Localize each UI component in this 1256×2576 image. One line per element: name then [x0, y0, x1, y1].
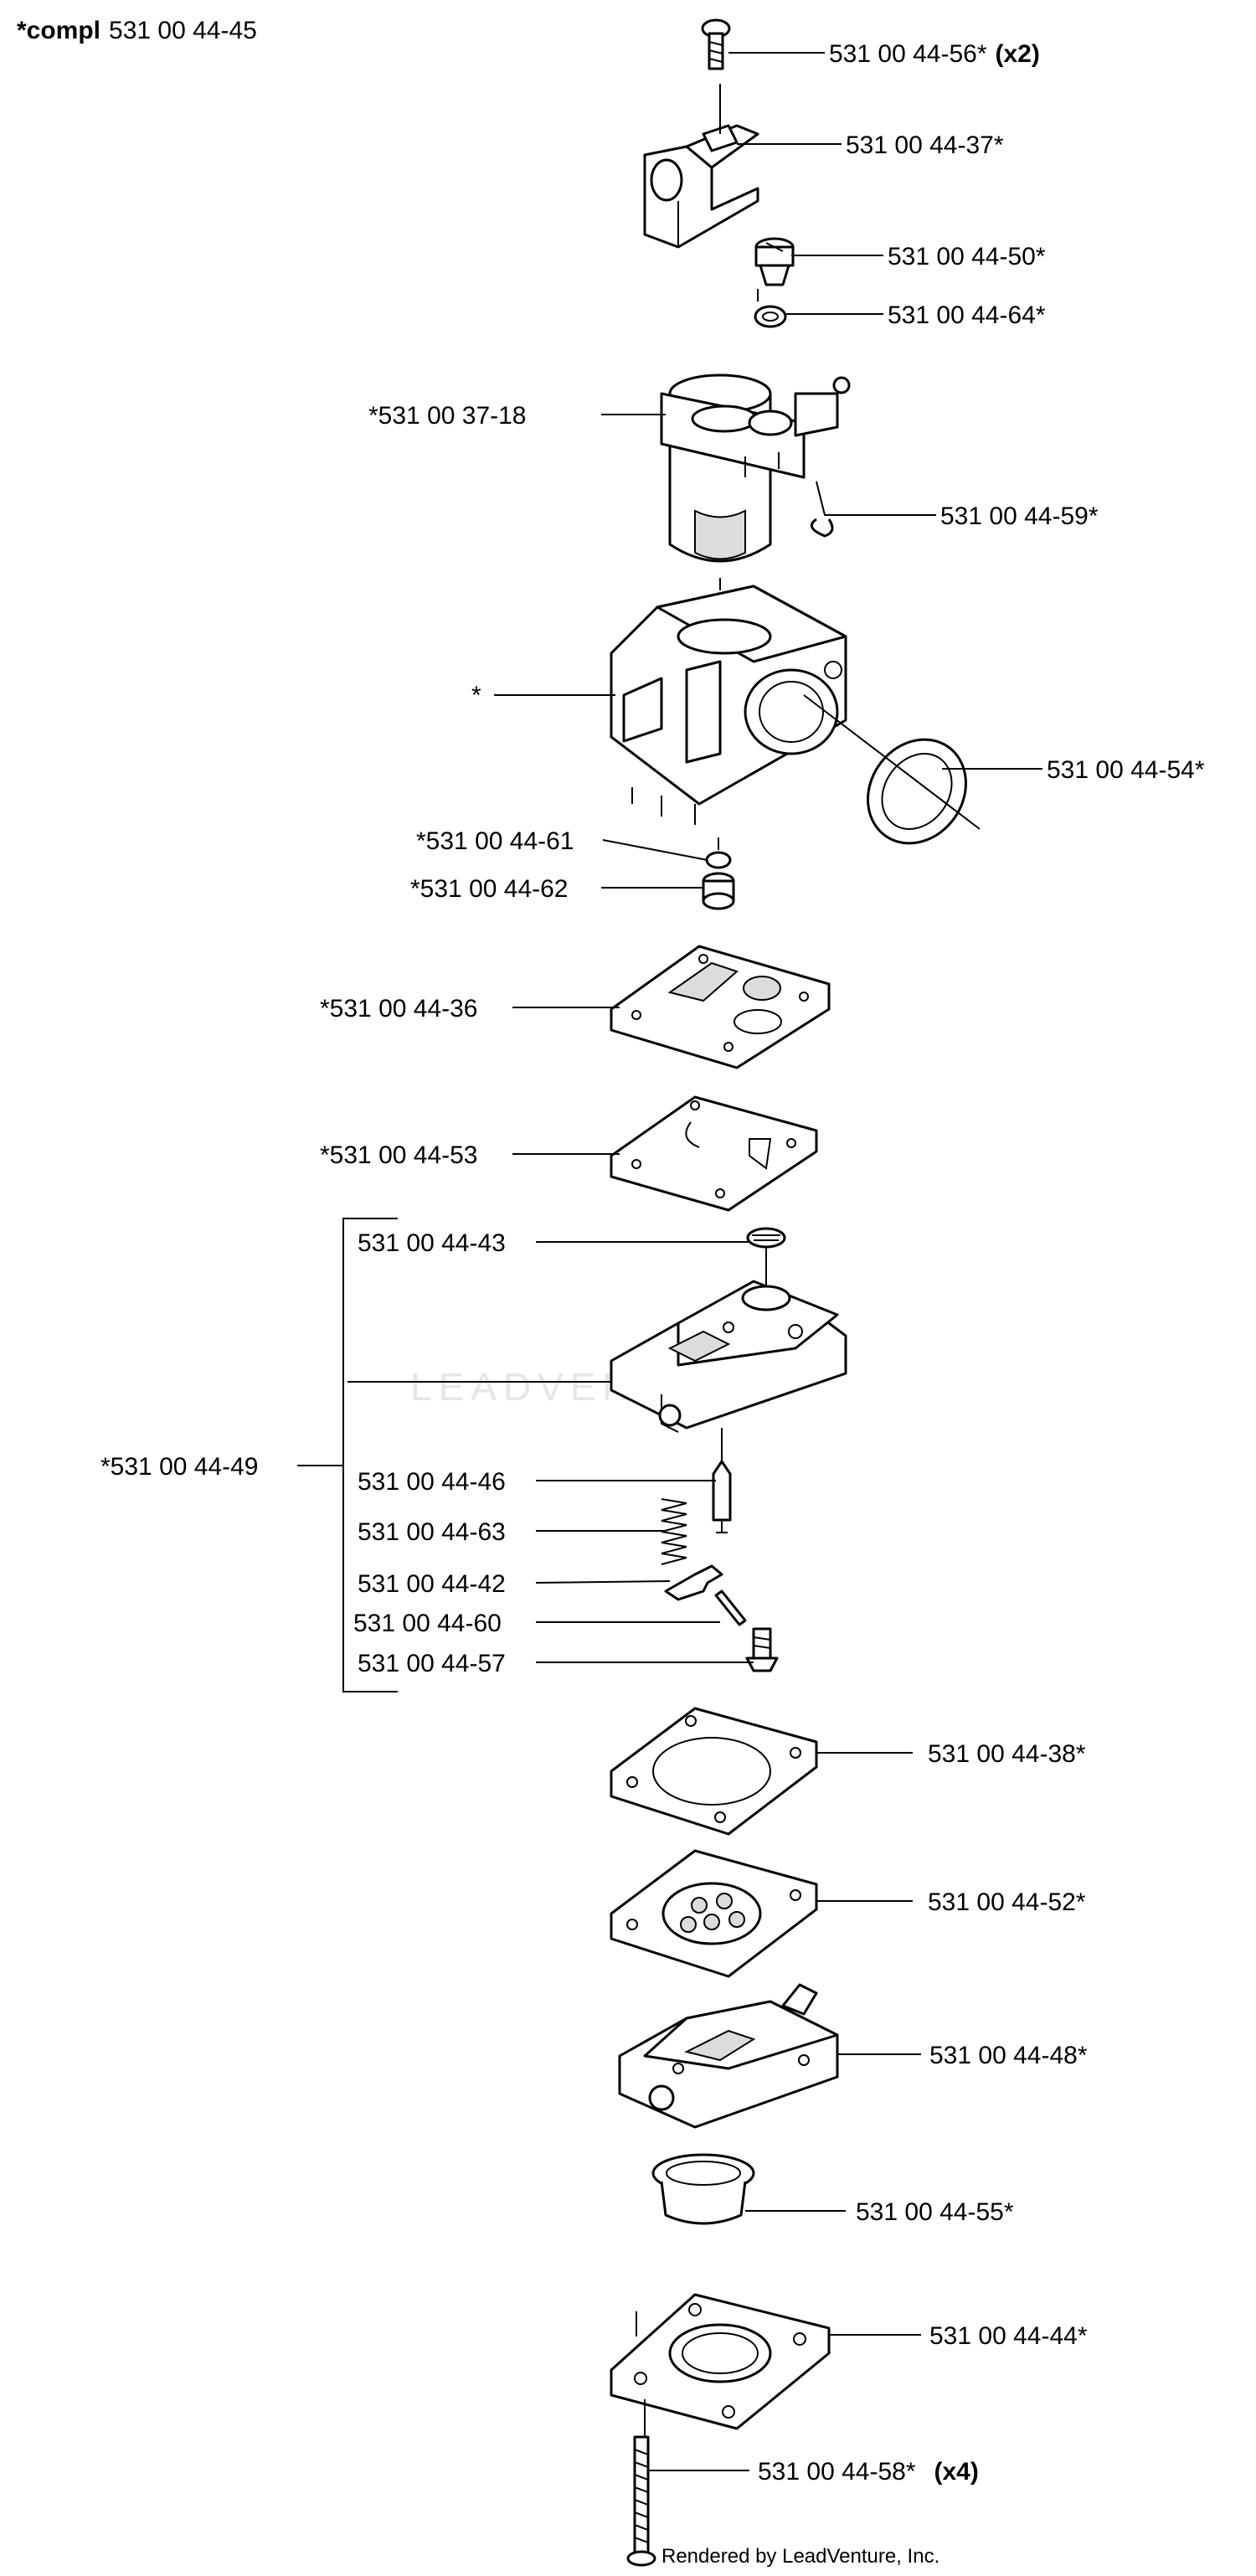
bracket-37-drawing [643, 124, 759, 249]
plug-62-drawing [702, 872, 735, 910]
label-531-00-44-63: 531 00 44-63 [358, 1518, 506, 1546]
primer-cup-55-drawing [651, 2153, 755, 2225]
assembly-number: 531 00 44-45 [109, 17, 257, 44]
screw-56-drawing [701, 18, 731, 70]
gasket-36-drawing [610, 945, 831, 1069]
diaphragm-52-drawing [610, 1849, 818, 1978]
oring-64-drawing [754, 305, 787, 328]
cover-44-drawing [610, 2293, 831, 2430]
label-carb-body-star: * [471, 682, 481, 709]
label-531-00-44-42: 531 00 44-42 [358, 1570, 506, 1598]
label-531-00-44-43: 531 00 44-43 [358, 1229, 506, 1257]
carburetor-body-drawing [610, 585, 847, 825]
label-531-00-44-36: *531 00 44-36 [320, 995, 478, 1023]
clip-59-drawing [810, 518, 834, 538]
assembly-prefix: *compl [17, 17, 100, 44]
lever-42-drawing [664, 1564, 723, 1601]
label-531-00-37-18: *531 00 37-18 [368, 402, 527, 430]
diaphragm-53-drawing [610, 1095, 818, 1212]
pin-60-drawing [714, 1589, 747, 1626]
assembly-axis-lines [644, 84, 767, 2437]
label-531-00-44-56: 531 00 44-56*(x2) [829, 40, 1040, 68]
label-531-00-44-48: 531 00 44-48* [929, 2042, 1088, 2069]
metering-body-49-drawing [610, 1280, 847, 1433]
leader-lines [297, 52, 1042, 2471]
label-531-00-44-60: 531 00 44-60 [353, 1610, 502, 1637]
assembly-header: *compl 531 00 44-45 [17, 17, 257, 44]
throttle-body-3718-drawing [660, 374, 851, 563]
inlet-needle-46-drawing [712, 1460, 732, 1533]
label-531-00-44-49: *531 00 44-49 [100, 1453, 259, 1481]
needle-50-drawing [754, 237, 795, 286]
label-531-00-44-58: 531 00 44-58*(x4) [758, 2458, 979, 2486]
gasket-38-drawing [610, 1707, 818, 1836]
label-531-00-44-52: 531 00 44-52* [928, 1888, 1086, 1916]
label-531-00-44-50: 531 00 44-50* [888, 243, 1046, 270]
footer-credit: Rendered by LeadVenture, Inc. [661, 2545, 939, 2568]
label-531-00-44-62: *531 00 44-62 [410, 875, 569, 903]
screw-58-drawing [626, 2435, 656, 2567]
label-531-00-44-46: 531 00 44-46 [358, 1468, 506, 1496]
label-531-00-44-57: 531 00 44-57 [358, 1650, 506, 1677]
filter-screen-43-drawing [746, 1227, 786, 1249]
label-531-00-44-44: 531 00 44-44* [929, 2322, 1088, 2350]
label-531-00-44-64: 531 00 44-64* [888, 301, 1046, 329]
oring-61-drawing [705, 851, 732, 869]
spacer-54-drawing [867, 738, 967, 845]
label-531-00-44-37: 531 00 44-37* [846, 131, 1004, 159]
label-531-00-44-59: 531 00 44-59* [940, 502, 1099, 530]
label-531-00-44-53: *531 00 44-53 [320, 1141, 478, 1169]
label-531-00-44-54: 531 00 44-54* [1047, 756, 1205, 784]
label-531-00-44-38: 531 00 44-38* [928, 1740, 1086, 1768]
label-531-00-44-55: 531 00 44-55* [856, 2198, 1014, 2226]
pump-cover-48-drawing [618, 1983, 839, 2129]
screw-57-drawing [745, 1627, 779, 1672]
label-531-00-44-61: *531 00 44-61 [416, 827, 574, 855]
